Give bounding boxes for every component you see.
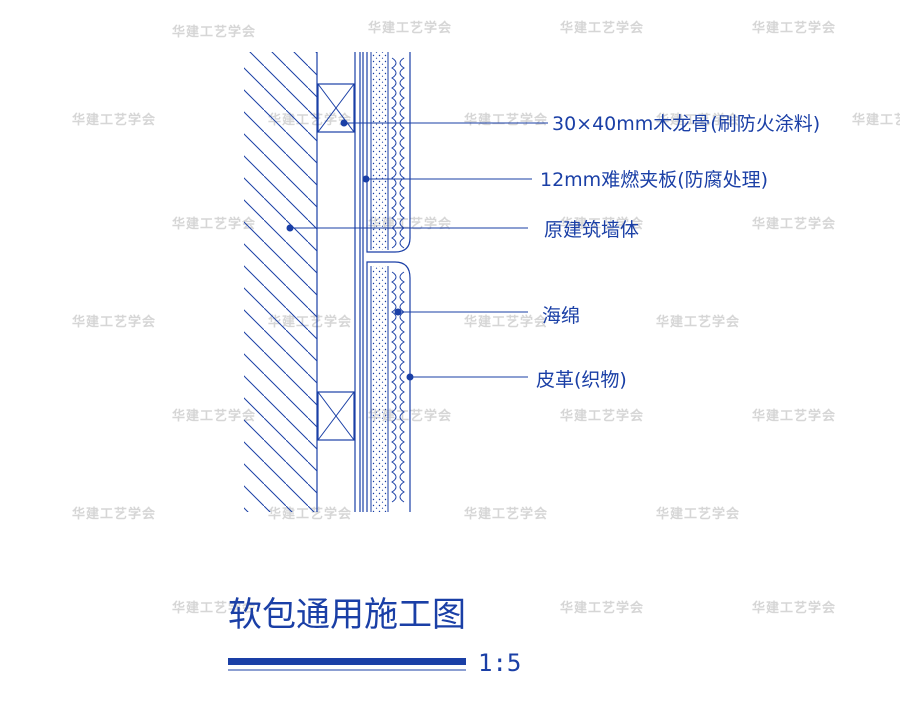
watermark-layer: 华建工艺学会华建工艺学会华建工艺学会华建工艺学会华建工艺学会华建工艺学会华建工艺…: [72, 20, 900, 616]
watermark-text: 华建工艺学会: [752, 20, 836, 36]
watermark-text: 华建工艺学会: [172, 600, 256, 616]
wood-keel-top: [317, 83, 355, 133]
watermark-text: 华建工艺学会: [656, 112, 740, 128]
watermark-text: 华建工艺学会: [752, 600, 836, 616]
label-wood-keel: 30×40mm木龙骨(刷防火涂料): [552, 113, 820, 135]
watermark-text: 华建工艺学会: [752, 216, 836, 232]
label-wall: 原建筑墙体: [544, 219, 639, 241]
drawing-title: 软包通用施工图: [228, 595, 466, 635]
label-board: 12mm难燃夹板(防腐处理): [540, 169, 768, 191]
fire-retardant-board: [354, 52, 364, 512]
watermark-text: 华建工艺学会: [560, 600, 644, 616]
watermark-text: 华建工艺学会: [368, 20, 452, 36]
watermark-text: 华建工艺学会: [172, 408, 256, 424]
watermark-text: 华建工艺学会: [172, 216, 256, 232]
watermark-text: 华建工艺学会: [752, 408, 836, 424]
label-sponge: 海绵: [542, 305, 580, 327]
watermark-text: 华建工艺学会: [656, 314, 740, 330]
watermark-text: 华建工艺学会: [464, 314, 548, 330]
label-leather: 皮革(织物): [536, 369, 627, 391]
watermark-text: 华建工艺学会: [72, 506, 156, 522]
watermark-text: 华建工艺学会: [852, 112, 900, 128]
drawing-scale: 1:5: [478, 649, 521, 677]
building-wall: [244, 52, 318, 512]
soft-panel-upper: [366, 52, 411, 253]
watermark-text: 华建工艺学会: [656, 506, 740, 522]
watermark-text: 华建工艺学会: [72, 314, 156, 330]
watermark-text: 华建工艺学会: [464, 506, 548, 522]
watermark-text: 华建工艺学会: [560, 20, 644, 36]
wood-keel-bottom: [317, 391, 355, 441]
title-underline-thick: [228, 658, 466, 665]
soft-panel-lower: [366, 261, 411, 512]
leader-lines: [286, 119, 548, 381]
watermark-text: 华建工艺学会: [560, 408, 644, 424]
watermark-text: 华建工艺学会: [560, 216, 644, 232]
watermark-text: 华建工艺学会: [172, 24, 256, 40]
watermark-text: 华建工艺学会: [72, 112, 156, 128]
watermark-text: 华建工艺学会: [464, 112, 548, 128]
